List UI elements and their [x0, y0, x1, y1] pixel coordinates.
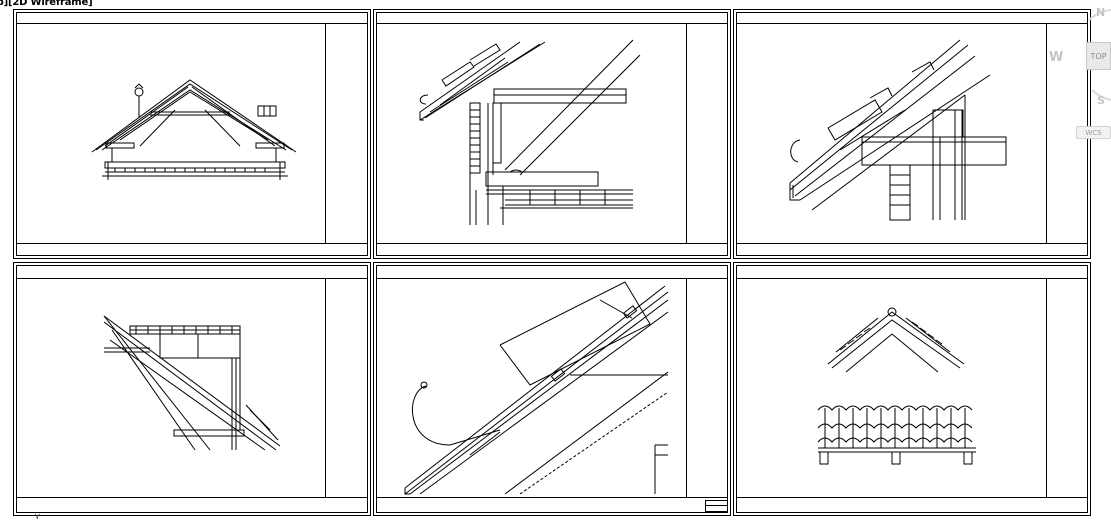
- eave-gutter-rafter-detail: [789, 39, 1007, 221]
- roof-section-overview: [91, 79, 297, 180]
- compass-west-label[interactable]: W: [1049, 50, 1064, 65]
- overhang-bracket-detail: [103, 315, 281, 451]
- sheet-6[interactable]: [733, 262, 1091, 516]
- sheet-1[interactable]: [13, 9, 371, 259]
- compass-north-label[interactable]: N: [1096, 6, 1106, 19]
- sheet-5[interactable]: [373, 262, 731, 516]
- viewcube-top-face[interactable]: TOP: [1086, 42, 1111, 70]
- eave-wall-junction-detail: [419, 39, 641, 225]
- sheet-2[interactable]: [373, 9, 731, 259]
- sheet-3[interactable]: [733, 9, 1091, 259]
- viewcube-ring-icon: [1088, 9, 1111, 101]
- wcs-menu-button[interactable]: WCS: [1076, 126, 1111, 139]
- viewcube[interactable]: [1044, 0, 1111, 150]
- ridge-and-tile-detail: [817, 307, 976, 465]
- compass-south-label[interactable]: S: [1097, 94, 1105, 107]
- viewport-label[interactable]: op][2D Wireframe]: [0, 0, 93, 8]
- sheet-4[interactable]: [13, 262, 371, 516]
- gutter-enlarged-detail: [404, 281, 669, 495]
- ucs-icon: ⋎: [34, 512, 41, 522]
